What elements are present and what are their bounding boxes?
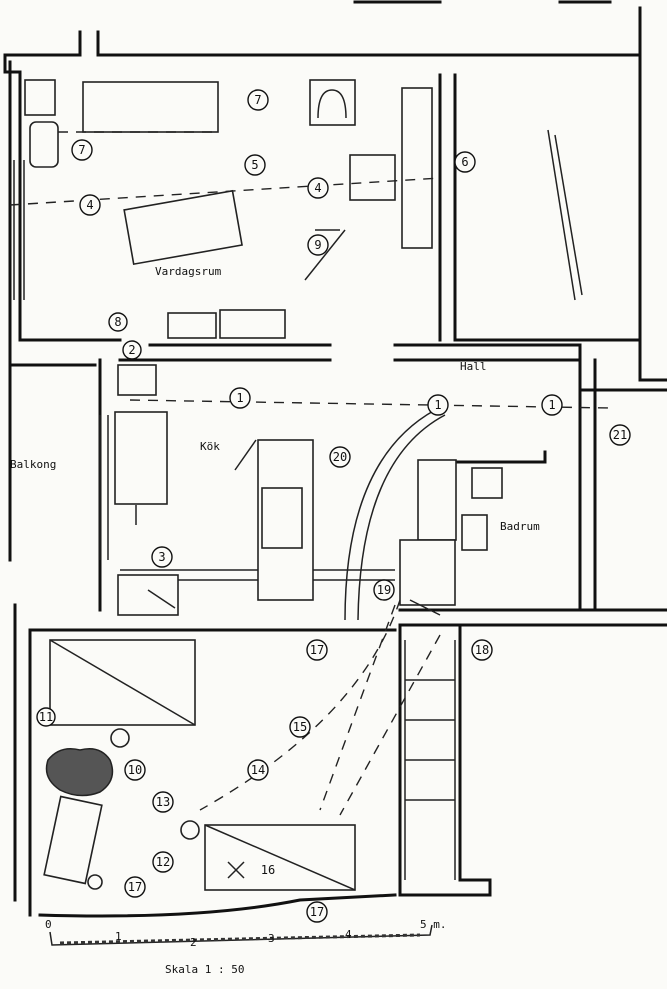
marker-17b: 17 [124,876,146,898]
svg-text:6: 6 [461,155,468,169]
evidence-markers: 7 7 5 4 4 6 9 8 2 1 1 1 21 20 3 19 18 17… [36,89,631,923]
scale-tick-3: 3 [268,932,275,945]
room-label-kitchen: Kök [200,440,220,453]
svg-text:7: 7 [78,143,85,157]
svg-text:7: 7 [254,93,261,107]
svg-text:17: 17 [310,643,324,657]
marker-17c: 17 [306,901,328,923]
room-label-bathroom: Badrum [500,520,540,533]
svg-text:8: 8 [114,315,121,329]
marker-9: 9 [307,234,329,256]
marker-4a: 4 [79,194,101,216]
scale-tick-5: 5 m. [420,918,447,931]
room-label-hall: Hall [460,360,487,373]
svg-text:15: 15 [293,720,307,734]
marker-20: 20 [329,446,351,468]
stain-shape [45,748,114,797]
svg-text:17: 17 [128,880,142,894]
svg-text:9: 9 [314,238,321,252]
svg-text:4: 4 [86,198,93,212]
scale-tick-4: 4 [345,928,352,941]
scale-caption: Skala 1 : 50 [165,963,244,976]
marker-2: 2 [122,340,142,360]
svg-text:5: 5 [251,158,258,172]
marker-7a: 7 [247,89,269,111]
furniture [24,79,503,891]
scale-tick-1: 1 [115,930,122,943]
marker-4b: 4 [307,177,329,199]
marker-15: 15 [289,716,311,738]
marker-7b: 7 [71,139,93,161]
marker-6: 6 [454,151,476,173]
svg-text:21: 21 [613,428,627,442]
marker-17a: 17 [306,639,328,661]
svg-text:10: 10 [128,763,142,777]
marker-5: 5 [244,154,266,176]
marker-1b: 1 [427,394,449,416]
svg-text:3: 3 [158,550,165,564]
svg-text:11: 11 [39,710,53,724]
scale-tick-0: 0 [45,918,52,931]
scale-tick-2: 2 [190,936,197,949]
room-labels: Vardagsrum Hall Kök Balkong Badrum [10,265,540,533]
svg-text:18: 18 [475,643,489,657]
marker-16: 16 [261,863,275,877]
svg-text:13: 13 [156,795,170,809]
svg-text:1: 1 [434,398,441,412]
svg-text:14: 14 [251,763,265,777]
marker-1a: 1 [229,387,251,409]
trajectories [9,177,611,816]
marker-10: 10 [124,759,146,781]
svg-text:20: 20 [333,450,347,464]
marker-18: 18 [471,639,493,661]
svg-text:19: 19 [377,583,391,597]
marker-14: 14 [247,759,269,781]
marker-19: 19 [373,579,395,601]
room-label-living: Vardagsrum [155,265,222,278]
svg-text:1: 1 [236,391,243,405]
marker-12: 12 [152,851,174,873]
marker-1c: 1 [541,394,563,416]
marker-21: 21 [609,424,631,446]
svg-text:12: 12 [156,855,170,869]
svg-text:2: 2 [128,343,135,357]
svg-text:1: 1 [548,398,555,412]
scale-bar: 0 1 2 3 4 5 m. Skala 1 : 50 [45,918,447,976]
marker-11: 11 [36,707,56,727]
marker-8: 8 [108,312,128,332]
marker-13: 13 [152,791,174,813]
room-label-balcony: Balkong [10,458,56,471]
svg-text:17: 17 [310,905,324,919]
svg-text:4: 4 [314,181,321,195]
marker-3: 3 [151,546,173,568]
